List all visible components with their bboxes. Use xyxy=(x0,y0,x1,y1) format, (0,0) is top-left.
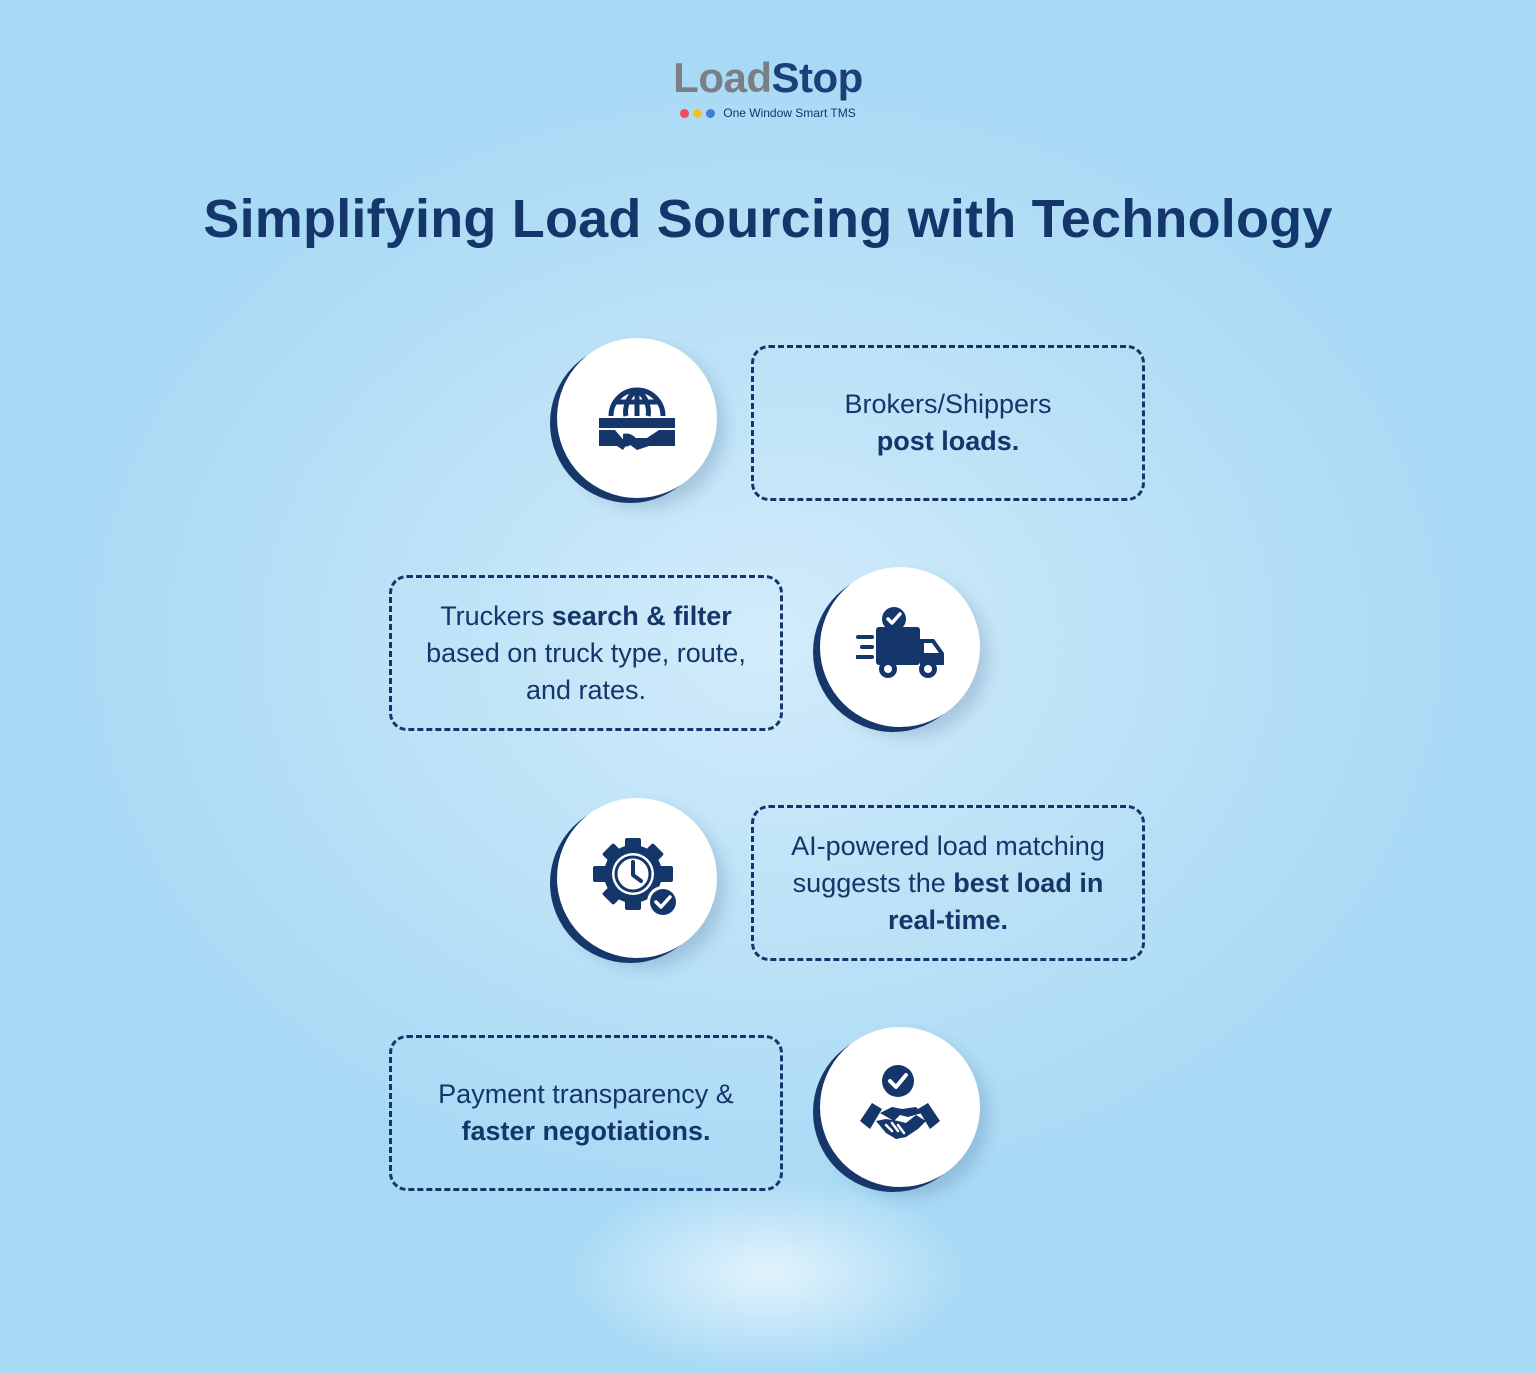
delivery-truck-check-icon xyxy=(856,607,944,678)
handshake-check-icon xyxy=(860,1065,940,1139)
brand-logo: LoadStop One Window Smart TMS xyxy=(0,52,1536,120)
brand-name-stop: Stop xyxy=(771,54,864,101)
globe-handshake-icon xyxy=(599,387,675,450)
brand-wordmark: LoadStop xyxy=(0,52,1536,104)
brand-tagline-row: One Window Smart TMS xyxy=(0,106,1536,120)
step-4-text-regular: Payment transparency & xyxy=(438,1079,734,1109)
step-4-card: Payment transparency & faster negotiatio… xyxy=(389,1035,783,1191)
step-1-text: Brokers/Shippers post loads. xyxy=(844,386,1051,460)
step-3-text: AI-powered load matching suggests the be… xyxy=(768,828,1128,939)
brand-dot-blue xyxy=(706,108,716,118)
step-2-text-bold: search & filter xyxy=(551,600,732,631)
brand-dot-yellow xyxy=(693,108,703,118)
step-4-icon-circle xyxy=(820,1027,980,1187)
step-4-text: Payment transparency & faster negotiatio… xyxy=(406,1076,766,1150)
gear-clock-check-icon xyxy=(593,838,679,918)
step-3-text-bold: best load in real-time. xyxy=(887,867,1104,935)
brand-dot-red xyxy=(680,108,690,118)
step-3-icon-circle xyxy=(557,798,717,958)
step-2-text-regular: Truckers xyxy=(440,600,545,631)
step-1-icon-circle xyxy=(557,338,717,498)
step-3-text-regular: AI-powered load matching suggests the xyxy=(791,830,1105,898)
step-4-text-bold: faster negotiations. xyxy=(461,1116,711,1146)
step-2-card: Truckers search & filter based on truck … xyxy=(389,575,783,731)
step-2-icon-circle xyxy=(820,567,980,727)
step-2-text: Truckers search & filter based on truck … xyxy=(406,598,766,709)
step-3-card: AI-powered load matching suggests the be… xyxy=(751,805,1145,961)
step-2-text-regular-after: based on truck type, route, and rates. xyxy=(426,637,746,705)
step-1-card: Brokers/Shippers post loads. xyxy=(751,345,1145,501)
brand-name-load: Load xyxy=(673,54,772,101)
page-title: Simplifying Load Sourcing with Technolog… xyxy=(203,189,1333,249)
step-1-text-regular: Brokers/Shippers xyxy=(844,389,1052,419)
step-1-text-bold: post loads. xyxy=(876,426,1020,456)
brand-tagline: One Window Smart TMS xyxy=(723,106,856,120)
background-glow xyxy=(568,1173,968,1373)
